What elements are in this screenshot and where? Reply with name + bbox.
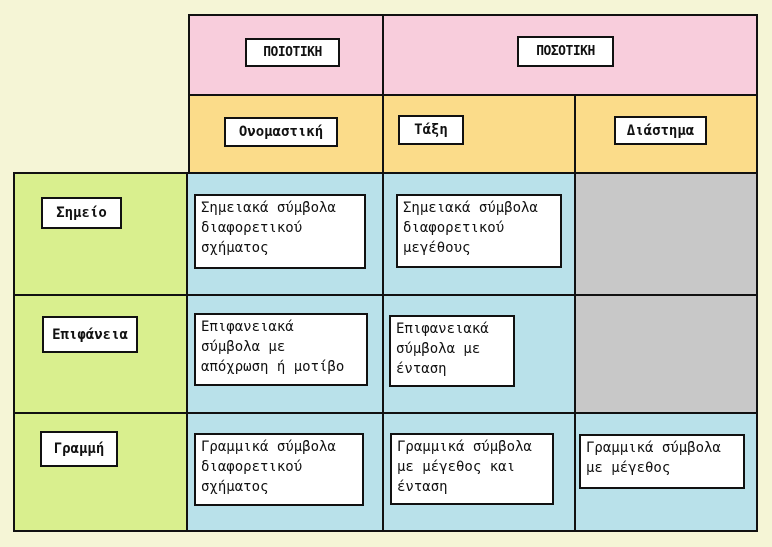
line-row-label: Γραμμή bbox=[40, 431, 118, 467]
cell-bg-point-interval bbox=[574, 172, 758, 296]
line-ordinal-text: Γραμμικά σύμβολα με μέγεθος και ένταση bbox=[390, 433, 554, 505]
ordinal-label: Τάξη bbox=[398, 115, 464, 145]
nominal-label: Ονομαστική bbox=[224, 117, 338, 147]
line-interval-text: Γραμμικά σύμβολα με μέγεθος bbox=[579, 434, 745, 489]
area-ordinal-text: Επιφανειακά σύμβολα με ένταση bbox=[389, 315, 515, 387]
row-cell-line bbox=[13, 412, 190, 532]
row-cell-area bbox=[13, 294, 190, 414]
area-nominal-text: Επιφανειακά σύμβολα με απόχρωση ή μοτίβο bbox=[194, 313, 368, 386]
row-cell-point bbox=[13, 172, 190, 296]
line-nominal-text: Γραμμικά σύμβολα διαφορετικού σχήματος bbox=[194, 433, 364, 506]
qualitative-header: ΠΟΙΟΤΙΚΗ bbox=[245, 38, 340, 67]
cell-bg-area-interval bbox=[574, 294, 758, 414]
interval-label: Διάστημα bbox=[614, 116, 707, 145]
point-ordinal-text: Σημειακά σύμβολα διαφορετικού μεγέθους bbox=[396, 194, 562, 268]
point-row-label: Σημείο bbox=[41, 197, 122, 229]
area-row-label: Επιφάνεια bbox=[42, 316, 138, 353]
quantitative-header: ΠΟΣΟΤΙΚΗ bbox=[517, 36, 614, 67]
point-nominal-text: Σημειακά σύμβολα διαφορετικού σχήματος bbox=[194, 194, 366, 269]
